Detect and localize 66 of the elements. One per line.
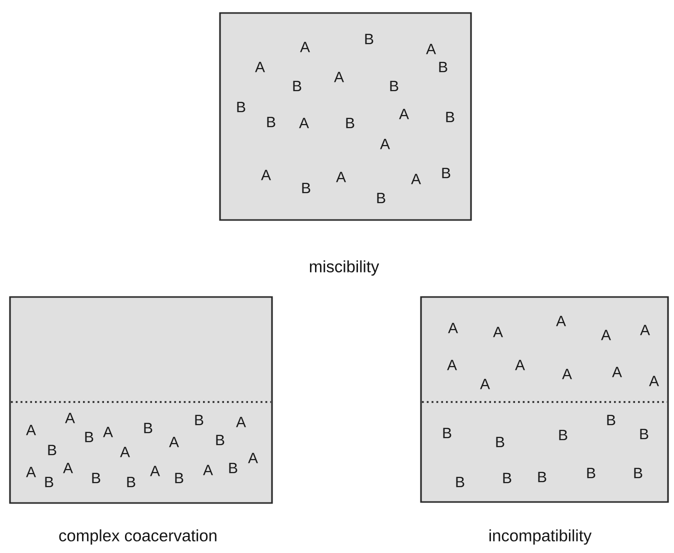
letter: B [496,436,504,448]
letter: B [237,102,246,112]
letter: A [299,118,309,128]
node-label: incompatibility [489,529,592,545]
node-label: miscibility [310,260,380,276]
letter: A [336,172,346,182]
letter: A [63,462,73,474]
letter: B [390,80,398,92]
letter: A [515,360,525,370]
letter: B [538,472,546,482]
letter: B [607,414,616,426]
letter: A [203,464,213,476]
letter: B [144,422,152,434]
letter: A [255,62,265,72]
letter: B [439,62,448,72]
letter: A [261,170,271,180]
letter: A [399,108,409,120]
letter: B [377,192,386,204]
letter: A [120,446,130,458]
letter: B [229,462,238,474]
letter: B [634,468,642,478]
letter: A [447,360,457,370]
letter: B [45,476,54,488]
letter: B [48,444,56,456]
letter: B [365,34,374,44]
letter: A [150,466,160,476]
letter: A [248,452,258,464]
letter: B [587,468,596,478]
letter: B [559,430,568,440]
letter: B [443,428,452,438]
letter: B [503,472,512,484]
letter: B [175,472,184,484]
letter: B [456,476,464,488]
letter: B [302,182,310,194]
letter: A [601,330,611,340]
letter: B [216,434,224,446]
letter: B [127,476,136,488]
letter: A [480,378,490,390]
letter: A [640,324,650,336]
letter: A [65,412,75,424]
letter: B [293,80,302,92]
letter: A [380,138,390,150]
letter: B [85,432,94,442]
letter: A [649,376,659,386]
letter: A [411,174,421,184]
letter: A [562,368,572,380]
letter: A [26,466,36,478]
letter: A [556,316,566,326]
letter: B [92,472,100,484]
letter: A [169,436,179,448]
letter: B [640,428,648,440]
letter: A [426,44,436,54]
letter: A [448,322,458,334]
letter: A [103,426,113,438]
letter: B [267,116,276,128]
letter: A [26,424,36,436]
letter: A [236,416,246,428]
letter: B [195,414,204,426]
letter: B [446,112,454,122]
letter: A [493,326,503,338]
letter: A [612,366,622,378]
letter: A [334,72,344,82]
letter: A [300,42,310,52]
letter: B [442,168,450,178]
node-label: complex coacervation [59,529,216,545]
letter: B [346,118,354,128]
